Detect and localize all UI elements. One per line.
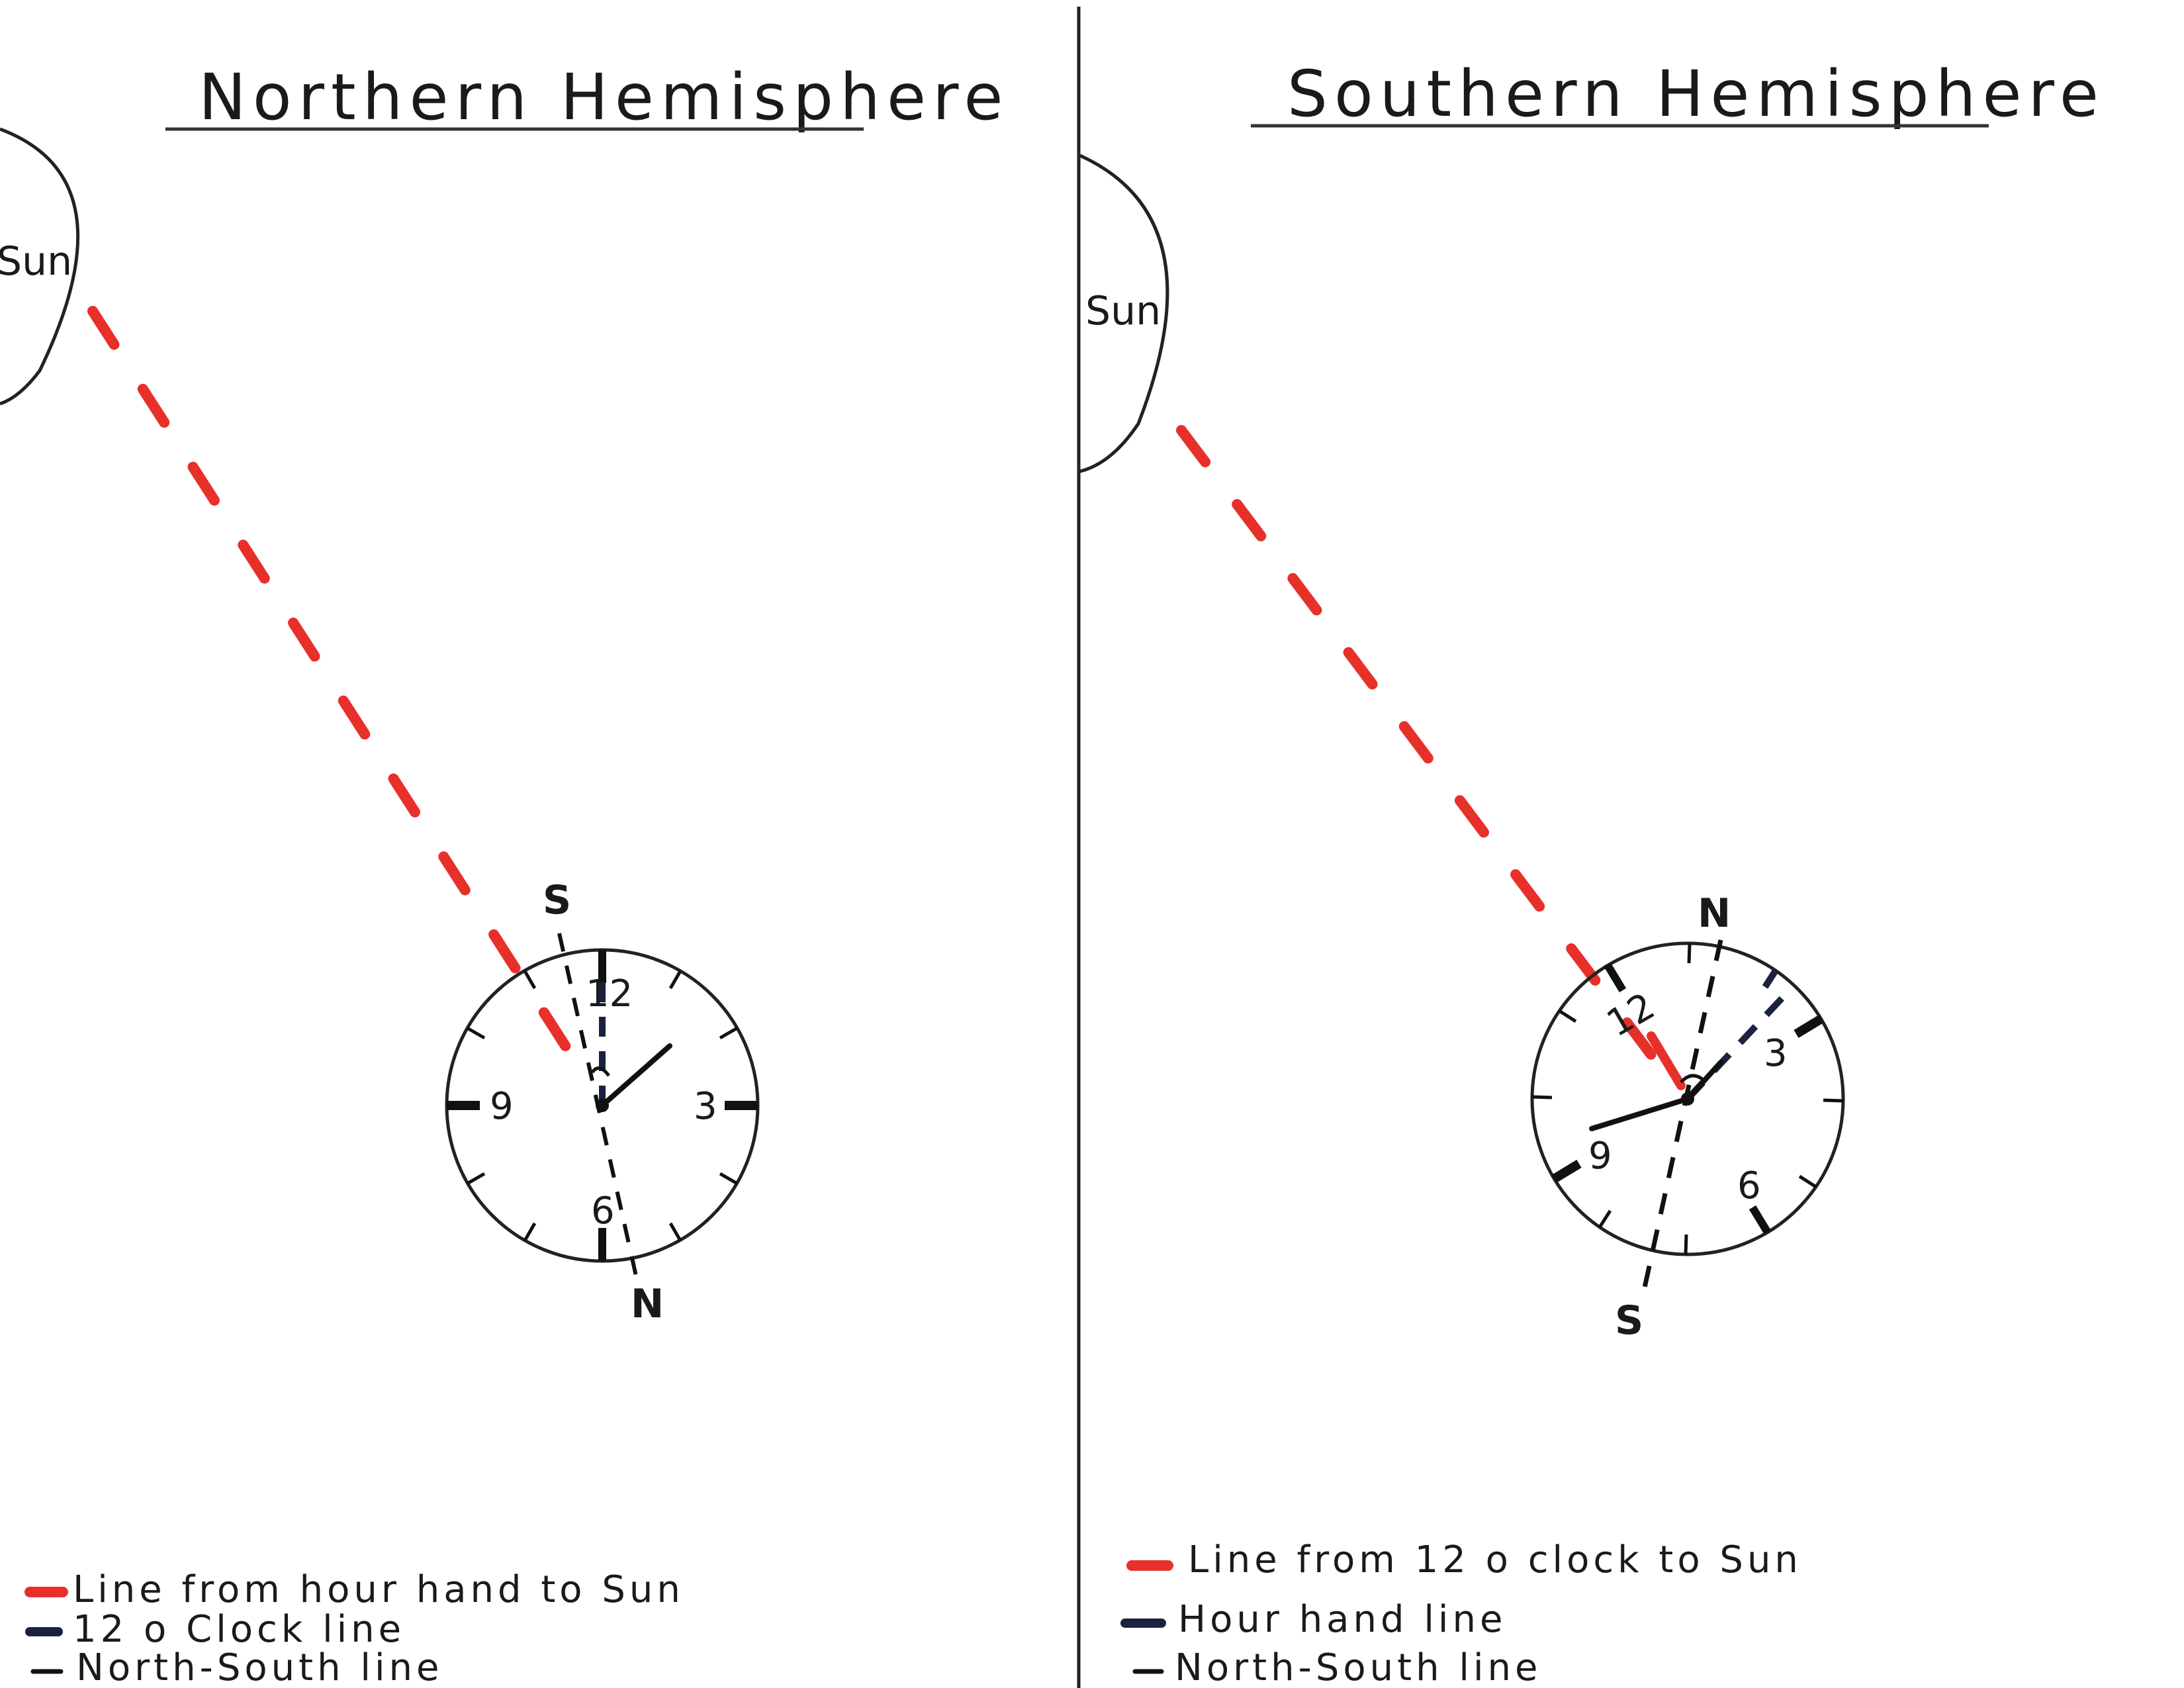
- northern-mark-2: [719, 1026, 739, 1040]
- southern-dir-bottom: S: [1615, 1297, 1643, 1344]
- northern-num-9: 9: [490, 1085, 514, 1128]
- southern-legend: Line from 12 o clock to Sun Hour hand li…: [1120, 1538, 1802, 1688]
- northern-sun-line: [87, 306, 588, 1078]
- northern-mark-7: [523, 1222, 537, 1242]
- southern-clock-face: [1530, 941, 1845, 1256]
- southern-legend-label-1: Line from 12 o clock to Sun: [1188, 1538, 1802, 1581]
- northern-num-12: 12: [586, 972, 633, 1015]
- southern-mark-2: [1762, 968, 1779, 989]
- southern-title: Southern Hemisphere: [1287, 57, 2105, 131]
- northern-mark-8: [466, 1172, 486, 1186]
- southern-mark-11: [1558, 1009, 1577, 1023]
- southern-angle-arc: [1680, 1074, 1704, 1084]
- southern-num-3: 3: [1764, 1032, 1788, 1075]
- northern-dir-top: S: [543, 877, 571, 923]
- southern-hour-hand: [1589, 1096, 1690, 1131]
- northern-mark-4: [719, 1172, 739, 1186]
- southern-hand-stub: [1685, 1060, 1723, 1102]
- southern-clock-center: [1681, 1092, 1694, 1105]
- northern-mark-1: [668, 970, 682, 990]
- northern-legend-label-3: North-South line: [76, 1646, 443, 1688]
- southern-legend-label-3: North-South line: [1175, 1646, 1541, 1688]
- northern-clock: 12 3 6 9 S N: [445, 877, 760, 1327]
- southern-mark-12: [1604, 962, 1627, 993]
- southern-dir-top: N: [1698, 890, 1731, 937]
- southern-legend-label-2: Hour hand line: [1178, 1598, 1506, 1641]
- northern-dir-bottom: N: [631, 1281, 664, 1327]
- southern-north-south-line: [1642, 939, 1723, 1288]
- northern-legend: Line from hour hand to Sun 12 o Clock li…: [24, 1568, 684, 1688]
- southern-sun-line: [1176, 425, 1680, 1091]
- southern-clock: 12 3 6 9 N S: [1530, 890, 1845, 1344]
- southern-red-to-center: [1647, 1031, 1686, 1090]
- southern-num-9: 9: [1588, 1135, 1612, 1178]
- southern-mark-9: [1551, 1160, 1582, 1183]
- southern-mark-5: [1798, 1174, 1817, 1189]
- southern-mark-6: [1749, 1205, 1772, 1235]
- southern-panel: Southern Hemisphere Sun 12 3 6 9: [1079, 57, 2105, 1688]
- southern-mark-1: [1687, 943, 1692, 964]
- northern-mark-5: [668, 1222, 682, 1242]
- northern-num-3: 3: [694, 1085, 717, 1128]
- northern-num-6: 6: [591, 1190, 615, 1233]
- southern-hour-hand-line: [1685, 990, 1790, 1102]
- southern-sun-arc: [1079, 154, 1169, 473]
- southern-num-6: 6: [1737, 1164, 1761, 1207]
- southern-mark-3: [1794, 1015, 1824, 1038]
- northern-mark-11: [523, 970, 537, 990]
- southern-mark-10: [1531, 1095, 1553, 1100]
- southern-mark-4: [1823, 1098, 1844, 1103]
- northern-clock-center: [596, 1099, 609, 1112]
- northern-legend-label-1: Line from hour hand to Sun: [73, 1568, 684, 1611]
- northern-mark-10: [466, 1026, 486, 1040]
- northern-hour-hand: [600, 1043, 672, 1108]
- southern-sun-label: Sun: [1085, 288, 1161, 334]
- northern-title: Northern Hemisphere: [199, 60, 1009, 134]
- northern-sun-arc: [0, 127, 80, 406]
- northern-sun-label: Sun: [0, 238, 72, 285]
- northern-angle-arc: [590, 1066, 610, 1077]
- northern-legend-label-2: 12 o Clock line: [73, 1608, 405, 1651]
- southern-mark-8: [1598, 1209, 1612, 1229]
- northern-panel: Northern Hemisphere Sun 12 3 6 9: [0, 60, 1009, 1688]
